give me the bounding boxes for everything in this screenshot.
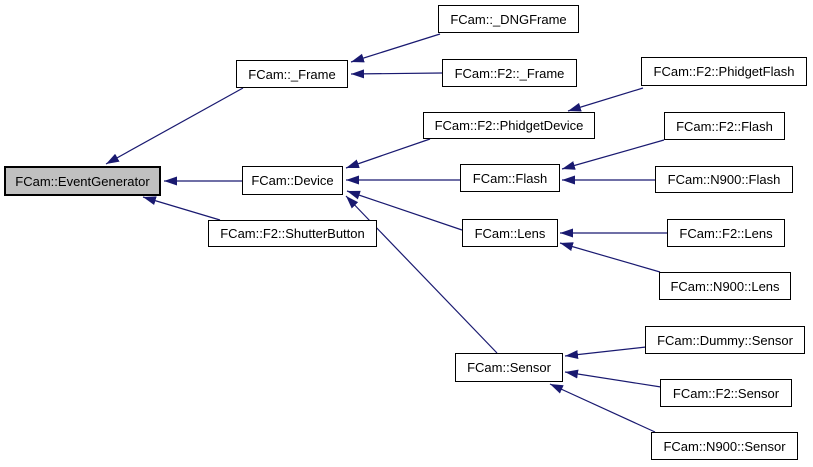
class-node-label: FCam::Sensor [467, 360, 551, 375]
inheritance-edge-phidget-flash-to-phidget-device [567, 87, 644, 112]
inheritance-edge-f2-flash-to-flash [561, 139, 665, 170]
class-node-f2-sensor[interactable]: FCam::F2::Sensor [660, 379, 792, 407]
inheritance-edge-n900-lens-to-lens [559, 242, 661, 273]
class-node-shutter-button[interactable]: FCam::F2::ShutterButton [208, 220, 377, 247]
class-node-f2-lens[interactable]: FCam::F2::Lens [667, 219, 785, 247]
class-node-label: FCam::_DNGFrame [450, 11, 567, 27]
class-node-label: FCam::Flash [472, 170, 548, 186]
class-node-phidget-flash[interactable]: FCam::F2::PhidgetFlash [641, 57, 807, 86]
class-node-label: FCam::N900::Sensor [663, 438, 786, 454]
class-node-f2-frame[interactable]: FCam::F2::_Frame [442, 59, 577, 87]
class-node-label: FCam::F2::PhidgetDevice [434, 118, 584, 133]
inheritance-edge-frame-to-event-generator [105, 87, 244, 165]
class-node-frame[interactable]: FCam::_Frame [236, 60, 348, 88]
inheritance-edge-shutter-button-to-event-generator [142, 196, 221, 221]
class-node-label: FCam::Device [251, 173, 334, 188]
class-node-f2-flash[interactable]: FCam::F2::Flash [664, 112, 785, 140]
class-node-label: FCam::_Frame [248, 66, 336, 82]
class-node-device[interactable]: FCam::Device [242, 166, 343, 195]
class-node-label: FCam::F2::Sensor [672, 385, 780, 401]
class-node-label: FCam::N900::Lens [670, 278, 780, 294]
class-node-lens[interactable]: FCam::Lens [462, 219, 558, 247]
class-node-event-generator: FCam::EventGenerator [4, 166, 161, 196]
class-node-label: FCam::Lens [474, 225, 546, 241]
class-node-label: FCam::Dummy::Sensor [657, 332, 793, 348]
inheritance-edge-f2-sensor-to-sensor [564, 369, 662, 388]
edges-group [105, 33, 667, 433]
class-node-phidget-device[interactable]: FCam::F2::PhidgetDevice [423, 112, 595, 139]
class-node-dng-frame[interactable]: FCam::_DNGFrame [438, 5, 579, 33]
inheritance-edge-dng-frame-to-frame [350, 33, 441, 63]
class-node-n900-flash[interactable]: FCam::N900::Flash [655, 166, 793, 193]
class-node-label: FCam::F2::ShutterButton [220, 226, 365, 241]
class-node-label: FCam::EventGenerator [15, 173, 150, 189]
class-node-n900-lens[interactable]: FCam::N900::Lens [659, 272, 791, 300]
inheritance-edge-dummy-sensor-to-sensor [564, 346, 647, 360]
class-node-n900-sensor[interactable]: FCam::N900::Sensor [651, 432, 798, 460]
inheritance-edge-f2-frame-to-frame [350, 69, 443, 79]
class-node-dummy-sensor[interactable]: FCam::Dummy::Sensor [645, 326, 805, 354]
class-node-label: FCam::N900::Flash [667, 172, 781, 187]
class-node-sensor[interactable]: FCam::Sensor [455, 353, 563, 382]
class-node-label: FCam::F2::Lens [679, 225, 773, 241]
class-node-label: FCam::F2::Flash [676, 118, 773, 134]
inheritance-edge-n900-sensor-to-sensor [549, 383, 656, 433]
class-node-label: FCam::F2::PhidgetFlash [653, 64, 795, 79]
class-node-flash[interactable]: FCam::Flash [460, 164, 560, 192]
inheritance-edge-phidget-device-to-device [345, 138, 431, 169]
class-node-label: FCam::F2::_Frame [454, 65, 565, 81]
